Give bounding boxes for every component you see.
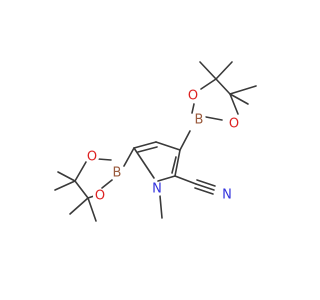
atom-label-oxygen-lower-b: O: [95, 189, 105, 204]
bond: [133, 147, 151, 173]
bond: [97, 158, 112, 161]
bond: [155, 141, 181, 151]
atom-label-background: [93, 189, 107, 203]
bonds: [54, 61, 257, 222]
bond: [179, 130, 191, 151]
atom-label-boron-upper: B: [195, 113, 204, 128]
structure-canvas: N N B O O B O O: [54, 61, 257, 222]
bond: [74, 180, 89, 199]
bond: [229, 85, 257, 95]
atom-label-oxygen-upper-b: O: [229, 117, 239, 132]
bond: [159, 195, 163, 219]
atom-label-oxygen-lower-a: O: [87, 150, 97, 165]
atom-label-pyrrole-n: N: [152, 182, 162, 197]
bond: [57, 171, 76, 182]
atom-label-background: [227, 117, 241, 131]
bond: [215, 61, 233, 80]
bond: [200, 78, 217, 90]
bond: [196, 179, 216, 187]
bond: [101, 179, 113, 189]
bond: [174, 175, 197, 185]
bond: [69, 197, 89, 215]
bond: [195, 183, 215, 191]
bond: [191, 103, 195, 114]
bond: [194, 187, 214, 195]
bond: [229, 93, 239, 115]
atom-label-nitrile-n: N: [222, 188, 232, 203]
atom-label-background: [220, 188, 234, 202]
bond: [149, 171, 155, 179]
molecule-diagram: N N B O O B O O: [54, 61, 257, 222]
atom-label-oxygen-upper-a: O: [188, 89, 198, 104]
bond: [54, 180, 76, 191]
atom-label-background: [192, 113, 206, 127]
atom-labels: N N B O O B O O: [85, 89, 241, 204]
bond: [87, 197, 97, 222]
bond: [157, 175, 176, 182]
bond: [215, 78, 231, 95]
bond: [74, 161, 87, 182]
bond: [229, 93, 249, 105]
bond: [171, 156, 177, 174]
atom-label-background: [85, 150, 99, 164]
atom-label-boron-lower: B: [113, 166, 122, 181]
atom-label-background: [150, 182, 164, 196]
bond: [205, 116, 223, 121]
bond: [123, 147, 135, 167]
bond: [133, 141, 157, 149]
bond: [137, 146, 158, 153]
bond: [174, 149, 181, 177]
atom-label-background: [186, 89, 200, 103]
atom-label-background: [110, 166, 124, 180]
bond: [199, 61, 217, 80]
bond: [87, 195, 95, 199]
